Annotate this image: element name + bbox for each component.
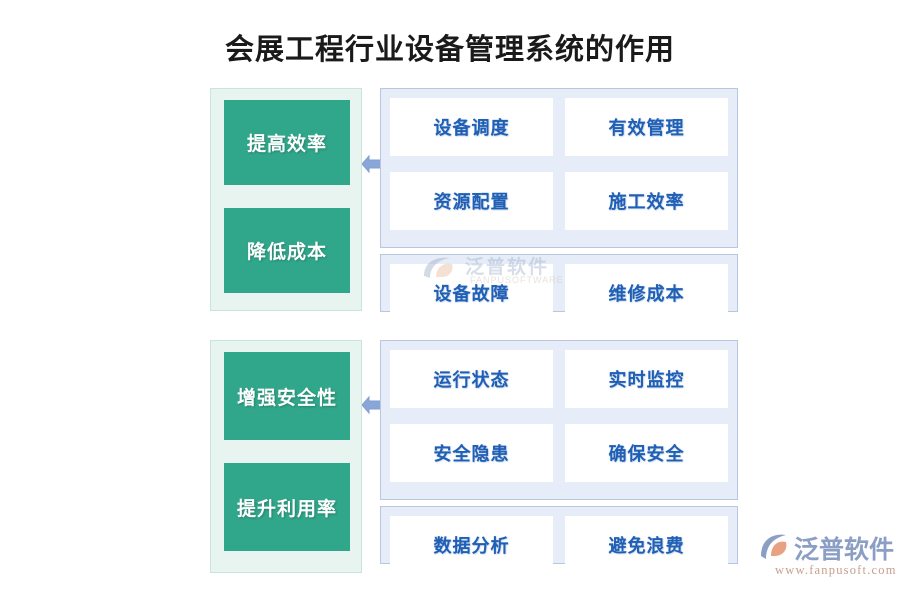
right-panel-top-main: 设备调度 有效管理 资源配置 施工效率 — [380, 88, 738, 248]
right-panel-bottom-main: 运行状态 实时监控 安全隐患 确保安全 — [380, 340, 738, 500]
panel-row: 设备调度 有效管理 — [390, 98, 728, 156]
cell-data-analysis[interactable]: 数据分析 — [390, 516, 553, 574]
page-title: 会展工程行业设备管理系统的作用 — [224, 34, 675, 66]
cell-effective-management[interactable]: 有效管理 — [565, 98, 728, 156]
cell-ensure-safety[interactable]: 确保安全 — [565, 424, 728, 482]
green-box-reduce-cost[interactable]: 降低成本 — [224, 208, 350, 293]
cell-maintenance-cost[interactable]: 维修成本 — [565, 264, 728, 322]
green-box-improve-efficiency[interactable]: 提高效率 — [224, 100, 350, 185]
cell-avoid-waste[interactable]: 避免浪费 — [565, 516, 728, 574]
right-panel-top-secondary: 设备故障 维修成本 — [380, 254, 738, 322]
cell-realtime-monitoring[interactable]: 实时监控 — [565, 350, 728, 408]
left-panel-bottom: 增强安全性 提升利用率 — [210, 340, 362, 573]
cell-resource-allocation[interactable]: 资源配置 — [390, 172, 553, 230]
green-box-enhance-safety[interactable]: 增强安全性 — [224, 352, 350, 440]
panel-row: 设备故障 维修成本 — [390, 264, 728, 322]
panel-row: 运行状态 实时监控 — [390, 350, 728, 408]
fanpu-logo-icon — [761, 534, 787, 559]
right-panel-bottom-secondary: 数据分析 避免浪费 — [380, 506, 738, 574]
panel-row: 数据分析 避免浪费 — [390, 516, 728, 574]
cell-construction-efficiency[interactable]: 施工效率 — [565, 172, 728, 230]
panel-row: 安全隐患 确保安全 — [390, 424, 728, 482]
brand-logo: 泛普软件 www.fanpusoft.com — [758, 530, 897, 588]
green-box-improve-utilization[interactable]: 提升利用率 — [224, 463, 350, 551]
cell-equipment-scheduling[interactable]: 设备调度 — [390, 98, 553, 156]
cell-equipment-failure[interactable]: 设备故障 — [390, 264, 553, 322]
cell-operating-status[interactable]: 运行状态 — [390, 350, 553, 408]
brand-url: www.fanpusoft.com — [775, 563, 897, 577]
brand-name: 泛普软件 — [794, 536, 895, 564]
cell-safety-hazard[interactable]: 安全隐患 — [390, 424, 553, 482]
panel-row: 资源配置 施工效率 — [390, 172, 728, 230]
left-panel-top: 提高效率 降低成本 — [210, 88, 362, 311]
